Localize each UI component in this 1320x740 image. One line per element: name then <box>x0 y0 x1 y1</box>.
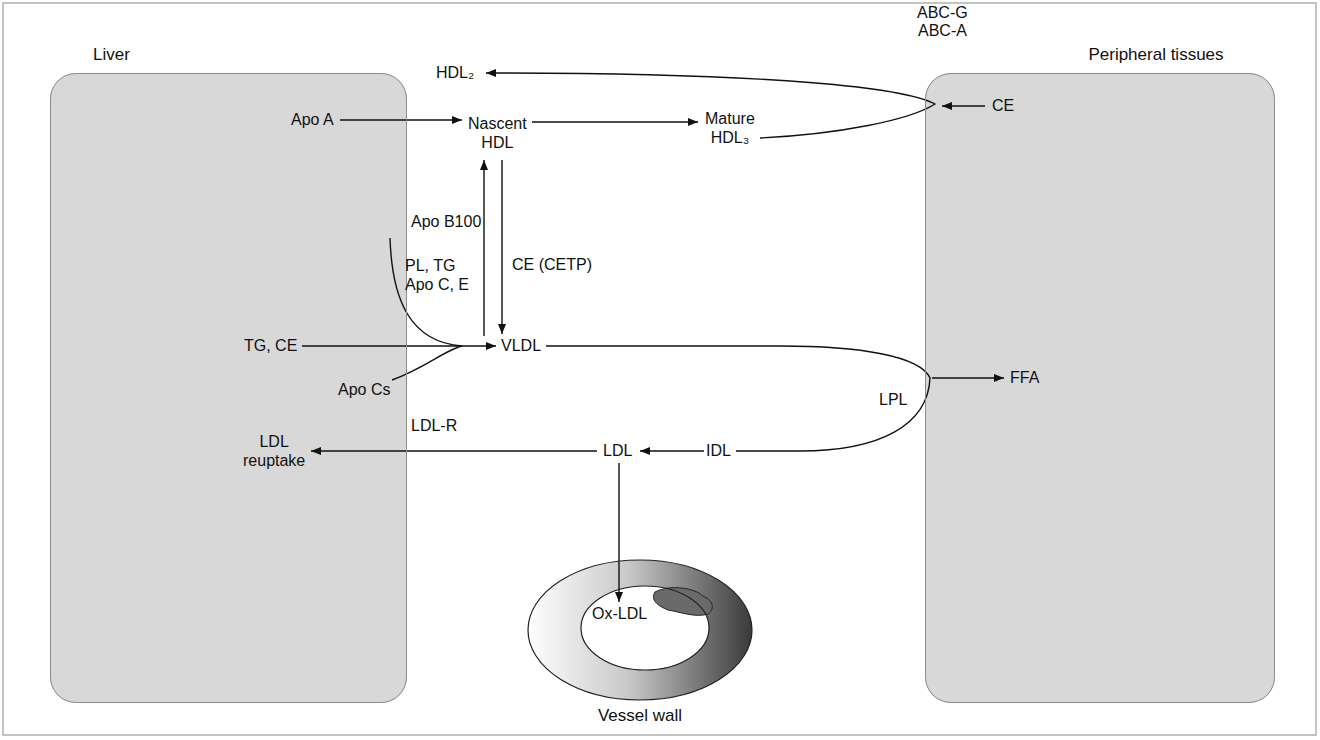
pathway-label: CE (CETP) <box>512 255 592 274</box>
flow-curve <box>546 346 930 451</box>
pathway-label: Apo B100 <box>411 212 481 231</box>
tissue-fill <box>925 73 1275 703</box>
flow-arrow <box>932 377 1004 378</box>
pathway-label: ABC-G <box>917 3 968 22</box>
flow-arrow <box>618 463 619 602</box>
pathway-label: Ox-LDL <box>592 604 647 623</box>
merge-curve <box>392 346 462 380</box>
flow-arrow <box>483 160 484 336</box>
outer-frame <box>3 3 1316 735</box>
pathway-label: ABC-A <box>918 21 967 40</box>
pathway-label: Apo A <box>291 110 334 129</box>
pathway-label: Mature HDL₃ <box>705 109 755 147</box>
pathway-label: PL, TG Apo C, E <box>405 256 477 294</box>
vessel-inner-edge <box>581 586 709 670</box>
flow-arrow <box>640 450 704 451</box>
pathway-label: LPL <box>879 390 907 409</box>
node-heading: Peripheral tissues <box>1088 45 1223 65</box>
vessel-outer-edge <box>528 560 752 700</box>
vessel-wall-fill <box>528 560 752 700</box>
pathway-label: IDL <box>706 441 731 460</box>
pathway-label: VLDL <box>501 336 541 355</box>
organ-box: Peripheral tissues <box>925 73 1275 703</box>
pathway-label: FFA <box>1010 368 1039 387</box>
flow-curve <box>486 73 935 138</box>
pathway-label: HDL₂ <box>436 63 474 82</box>
liver-fill <box>50 73 407 703</box>
pathway-label: CE <box>992 96 1014 115</box>
node-heading: Liver <box>93 45 130 65</box>
pathway-label: Apo Cs <box>338 380 390 399</box>
pathway-label: LDL <box>603 441 632 460</box>
pathway-label: TG, CE <box>244 336 297 355</box>
pathway-label: LDL reuptake <box>243 432 305 470</box>
flow-arrow <box>532 121 698 122</box>
node-heading: Vessel wall <box>598 706 682 726</box>
flow-arrow <box>942 105 985 106</box>
flow-arrow <box>302 345 496 346</box>
vessel-lumen <box>581 586 709 670</box>
flow-arrow <box>340 119 462 120</box>
flow-arrow <box>501 160 502 334</box>
pathway-label: LDL-R <box>411 416 457 435</box>
vessel-ring: Vessel wall <box>528 558 752 738</box>
flow-arrow <box>311 450 597 451</box>
pathway-label: Nascent HDL <box>468 114 527 152</box>
